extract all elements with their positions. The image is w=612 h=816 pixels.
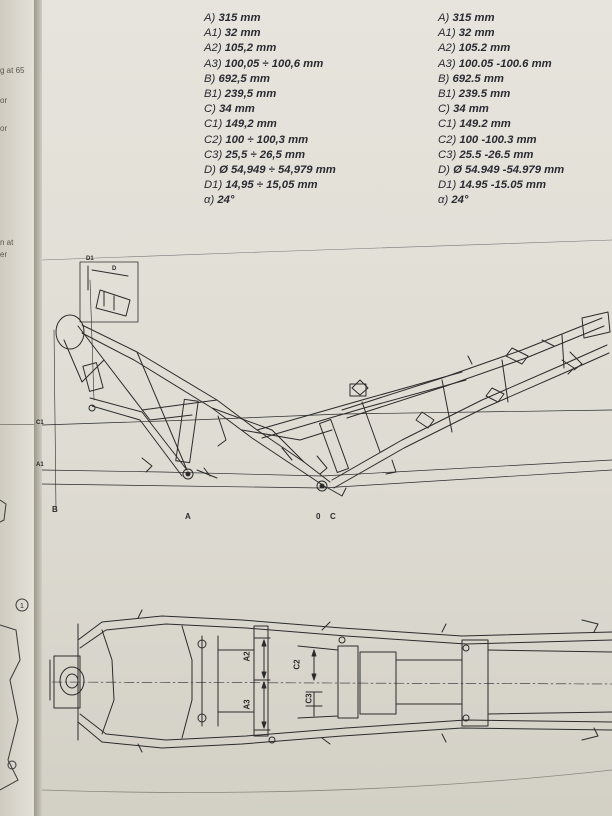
spec-row: C3) 25.5 -26.5 mm: [438, 148, 534, 161]
pivot-label-c: C: [330, 512, 336, 521]
book-gutter: [34, 0, 42, 816]
frame-spec-list-metric: A) 315 mm A1) 32 mm A2) 105,2 mm A3) 100…: [204, 11, 336, 209]
left-page-sketch: 1: [0, 499, 29, 791]
dimension-label-a1: A1: [36, 462, 44, 468]
spec-row: B) 692,5 mm: [204, 72, 270, 85]
spec-row: C) 34 mm: [204, 103, 255, 116]
spec-row: C1) 149.2 mm: [438, 118, 511, 131]
left-page-text: er: [0, 250, 8, 259]
spec-row: D) Ø 54.949 -54.979 mm: [438, 164, 565, 177]
left-page-text: or: [0, 96, 8, 105]
spec-row: α) 24°: [438, 194, 469, 207]
spec-row: A3) 100.05 -100.6 mm: [438, 57, 552, 70]
detail-label-d1: D1: [86, 256, 94, 262]
spec-row: A1) 32 mm: [204, 27, 261, 40]
spec-row: D1) 14.95 -15.05 mm: [438, 179, 547, 192]
left-page-text: or: [0, 124, 8, 133]
spec-row: C1) 149,2 mm: [204, 118, 277, 131]
spec-row: D1) 14,95 ÷ 15,05 mm: [204, 179, 318, 192]
spec-row: B1) 239,5 mm: [204, 88, 277, 101]
spec-row: A2) 105,2 mm: [204, 42, 277, 55]
dimension-label-b: B: [52, 505, 58, 514]
spec-row: B) 692.5 mm: [438, 72, 504, 85]
spec-row: C) 34 mm: [438, 103, 489, 116]
manual-page: A) 315 mm A1) 32 mm A2) 105,2 mm A3) 100…: [36, 0, 612, 816]
spec-row: B1) 239.5 mm: [438, 88, 511, 101]
left-page-text: n at: [0, 238, 14, 247]
left-page-text: g at 65: [0, 66, 25, 75]
frame-spec-list-decimal: A) 315 mm A1) 32 mm A2) 105.2 mm A3) 100…: [438, 11, 564, 209]
detail-label-d: D: [112, 266, 117, 272]
previous-page-edge: g at 65 or or n at er 1: [0, 0, 35, 816]
spec-row: A1) 32 mm: [438, 27, 495, 40]
pivot-label-a: A: [185, 512, 191, 521]
dimension-label-c1: C1: [36, 420, 44, 426]
left-page-divider: [0, 424, 34, 425]
frame-top-view-drawing: [42, 609, 612, 793]
dimension-label-a3: A3: [242, 699, 252, 710]
spec-row: C3) 25,5 ÷ 26,5 mm: [204, 148, 306, 161]
dimension-label-a2: A2: [242, 651, 252, 662]
spec-row: α) 24°: [204, 194, 235, 207]
pivot-label-zero: 0: [316, 512, 321, 521]
spec-row: C2) 100 -100.3 mm: [438, 133, 537, 146]
dimension-label-c2: C2: [292, 659, 302, 670]
frame-side-view-drawing: [42, 239, 612, 511]
spec-row: A2) 105.2 mm: [438, 42, 511, 55]
spec-row: A3) 100,05 ÷ 100,6 mm: [204, 57, 324, 70]
spec-row: A) 315 mm: [438, 12, 495, 24]
dimension-label-c3: C3: [304, 693, 314, 704]
callout-number: 1: [20, 603, 24, 610]
spec-row: A) 315 mm: [204, 12, 261, 24]
spec-row: C2) 100 ÷ 100,3 mm: [204, 133, 309, 146]
spec-row: D) Ø 54,949 ÷ 54,979 mm: [204, 164, 336, 177]
